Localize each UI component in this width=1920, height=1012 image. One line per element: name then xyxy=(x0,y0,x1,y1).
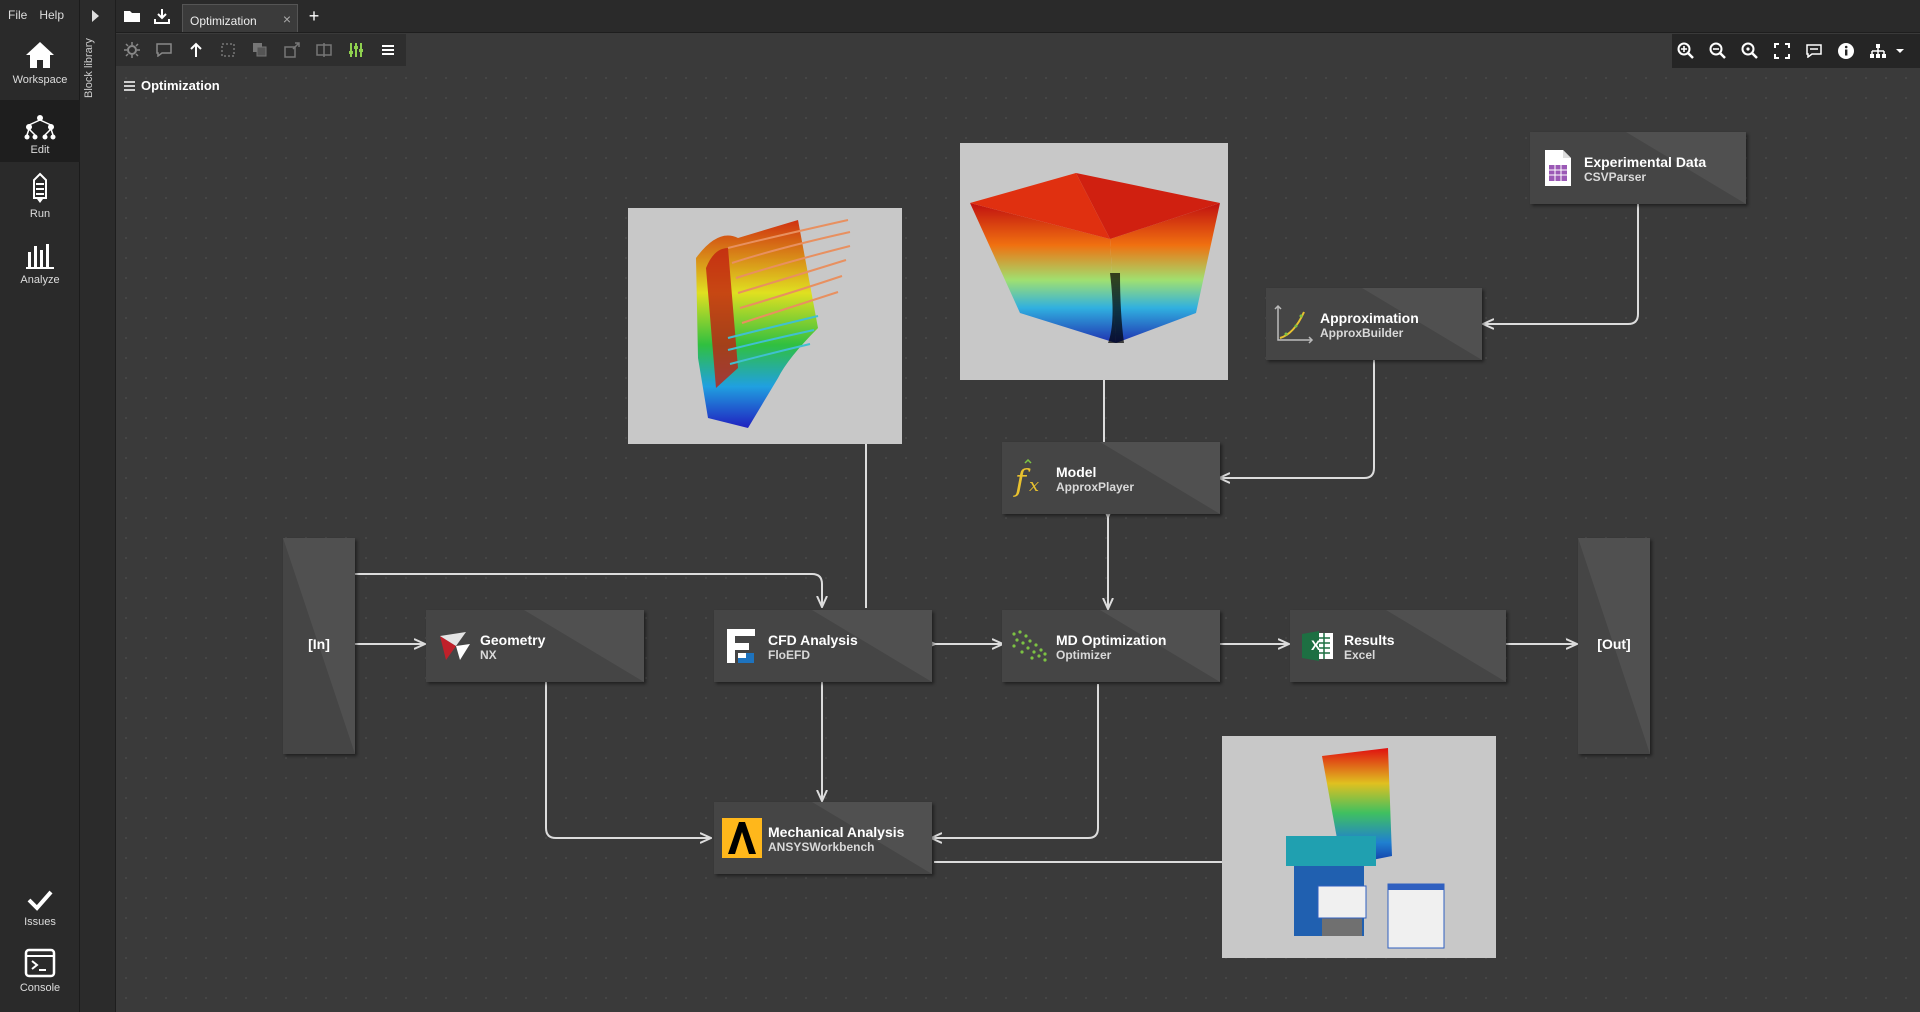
scatter-dots-icon xyxy=(1010,626,1050,666)
nav-issues[interactable]: Issues xyxy=(0,872,80,934)
nx-logo-icon xyxy=(434,626,474,666)
block-title: Approximation xyxy=(1320,310,1419,326)
nav-analyze-label: Analyze xyxy=(20,274,60,286)
nav-edit-label: Edit xyxy=(30,144,50,156)
nav-analyze[interactable]: Analyze xyxy=(0,230,80,292)
zoom-reset-icon[interactable] xyxy=(1740,41,1760,61)
block-title: CFD Analysis xyxy=(768,632,858,648)
block-geometry[interactable]: Geometry NX xyxy=(426,610,644,682)
breadcrumb-title: Optimization xyxy=(141,78,220,93)
expand-arrow-icon[interactable] xyxy=(92,10,99,22)
input-port-label: [In] xyxy=(308,636,330,652)
home-icon xyxy=(26,42,54,68)
block-title: Experimental Data xyxy=(1584,154,1707,170)
excel-icon: X xyxy=(1298,626,1338,666)
block-title: Mechanical Analysis xyxy=(768,824,905,840)
info-icon[interactable] xyxy=(1836,41,1856,61)
menu-help[interactable]: Help xyxy=(39,8,65,22)
close-icon[interactable]: × xyxy=(282,11,291,27)
block-library-label: Block library xyxy=(83,38,95,98)
block-subtitle: ApproxBuilder xyxy=(1320,326,1404,340)
nav-run[interactable]: Run xyxy=(0,164,80,226)
console-icon xyxy=(24,948,56,978)
approximation-curve-icon xyxy=(1274,304,1314,344)
arrow-up-icon[interactable] xyxy=(186,40,206,60)
open-folder-icon[interactable] xyxy=(122,6,142,26)
zoom-out-icon[interactable] xyxy=(1708,41,1728,61)
block-approximation[interactable]: Approximation ApproxBuilder xyxy=(1266,288,1482,360)
top-bar: Optimization × + xyxy=(116,0,1920,33)
breadcrumb: Optimization xyxy=(124,78,220,93)
layout-tree-icon[interactable] xyxy=(1868,41,1888,61)
download-icon[interactable] xyxy=(152,6,172,26)
nav-run-label: Run xyxy=(29,208,51,220)
csv-file-icon xyxy=(1538,148,1578,188)
tab-label: Optimization xyxy=(190,14,257,28)
block-mechanical-analysis[interactable]: Mechanical Analysis ANSYSWorkbench xyxy=(714,802,932,874)
model-surface-image xyxy=(960,143,1228,380)
block-subtitle: CSVParser xyxy=(1584,170,1647,184)
nav-edit[interactable]: Edit xyxy=(0,100,80,162)
floefd-logo-icon xyxy=(722,626,762,666)
nav-issues-label: Issues xyxy=(24,916,56,928)
block-experimental-data[interactable]: Experimental Data CSVParser xyxy=(1530,132,1746,204)
nav-workspace[interactable]: Workspace xyxy=(0,30,80,92)
nav-console[interactable]: Console xyxy=(0,938,80,1000)
settings-icon[interactable] xyxy=(122,40,142,60)
block-title: Geometry xyxy=(480,632,546,648)
excel-icon-letter: X xyxy=(1311,637,1321,653)
block-subtitle: ANSYSWorkbench xyxy=(768,840,875,854)
block-md-optimization[interactable]: MD Optimization Optimizer xyxy=(1002,610,1220,682)
split-icon[interactable] xyxy=(314,40,334,60)
menu-icon[interactable] xyxy=(124,80,135,91)
nav-workspace-label: Workspace xyxy=(12,74,68,86)
nav-console-label: Console xyxy=(19,982,61,994)
output-port-block[interactable]: [Out] xyxy=(1578,538,1650,754)
chevron-down-icon[interactable] xyxy=(1890,41,1910,61)
block-title: Results xyxy=(1344,632,1395,648)
cfd-result-image xyxy=(628,208,902,444)
menu-bar: File Help xyxy=(0,0,80,30)
check-icon xyxy=(27,890,53,911)
copy-icon[interactable] xyxy=(250,40,270,60)
input-port-block[interactable]: [In] xyxy=(283,538,355,754)
block-subtitle: Optimizer xyxy=(1056,648,1112,662)
block-cfd-analysis[interactable]: CFD Analysis FloEFD xyxy=(714,610,932,682)
block-subtitle: FloEFD xyxy=(768,648,810,662)
block-subtitle: Excel xyxy=(1344,648,1376,662)
comment-icon[interactable] xyxy=(154,40,174,60)
tab-optimization[interactable]: Optimization × xyxy=(182,4,298,32)
add-tab-button[interactable]: + xyxy=(308,5,320,26)
sliders-icon[interactable] xyxy=(346,40,366,60)
mechanical-result-image xyxy=(1222,736,1496,958)
block-library-panel[interactable]: Block library xyxy=(80,0,116,1012)
svg-text:x: x xyxy=(1029,475,1039,496)
view-toolbar xyxy=(1672,34,1920,68)
workflow-icon xyxy=(24,115,56,140)
move-icon[interactable] xyxy=(282,40,302,60)
left-nav: File Help Workspace Edit Run Analyze Iss… xyxy=(0,0,80,1012)
group-icon[interactable] xyxy=(218,40,238,60)
block-subtitle: NX xyxy=(480,648,497,662)
menu-file[interactable]: File xyxy=(8,8,28,22)
zoom-in-icon[interactable] xyxy=(1676,41,1696,61)
bar-chart-icon xyxy=(26,244,54,269)
block-title: Model xyxy=(1056,464,1097,480)
list-icon[interactable] xyxy=(378,40,398,60)
run-icon xyxy=(33,172,47,203)
edit-toolbar xyxy=(116,34,406,66)
block-title: MD Optimization xyxy=(1056,632,1167,648)
block-results[interactable]: X Results Excel xyxy=(1290,610,1506,682)
ansys-logo-icon xyxy=(722,818,762,858)
fullscreen-icon[interactable] xyxy=(1772,41,1792,61)
block-subtitle: ApproxPlayer xyxy=(1056,480,1135,494)
output-port-label: [Out] xyxy=(1597,636,1631,652)
annotation-icon[interactable] xyxy=(1804,41,1824,61)
